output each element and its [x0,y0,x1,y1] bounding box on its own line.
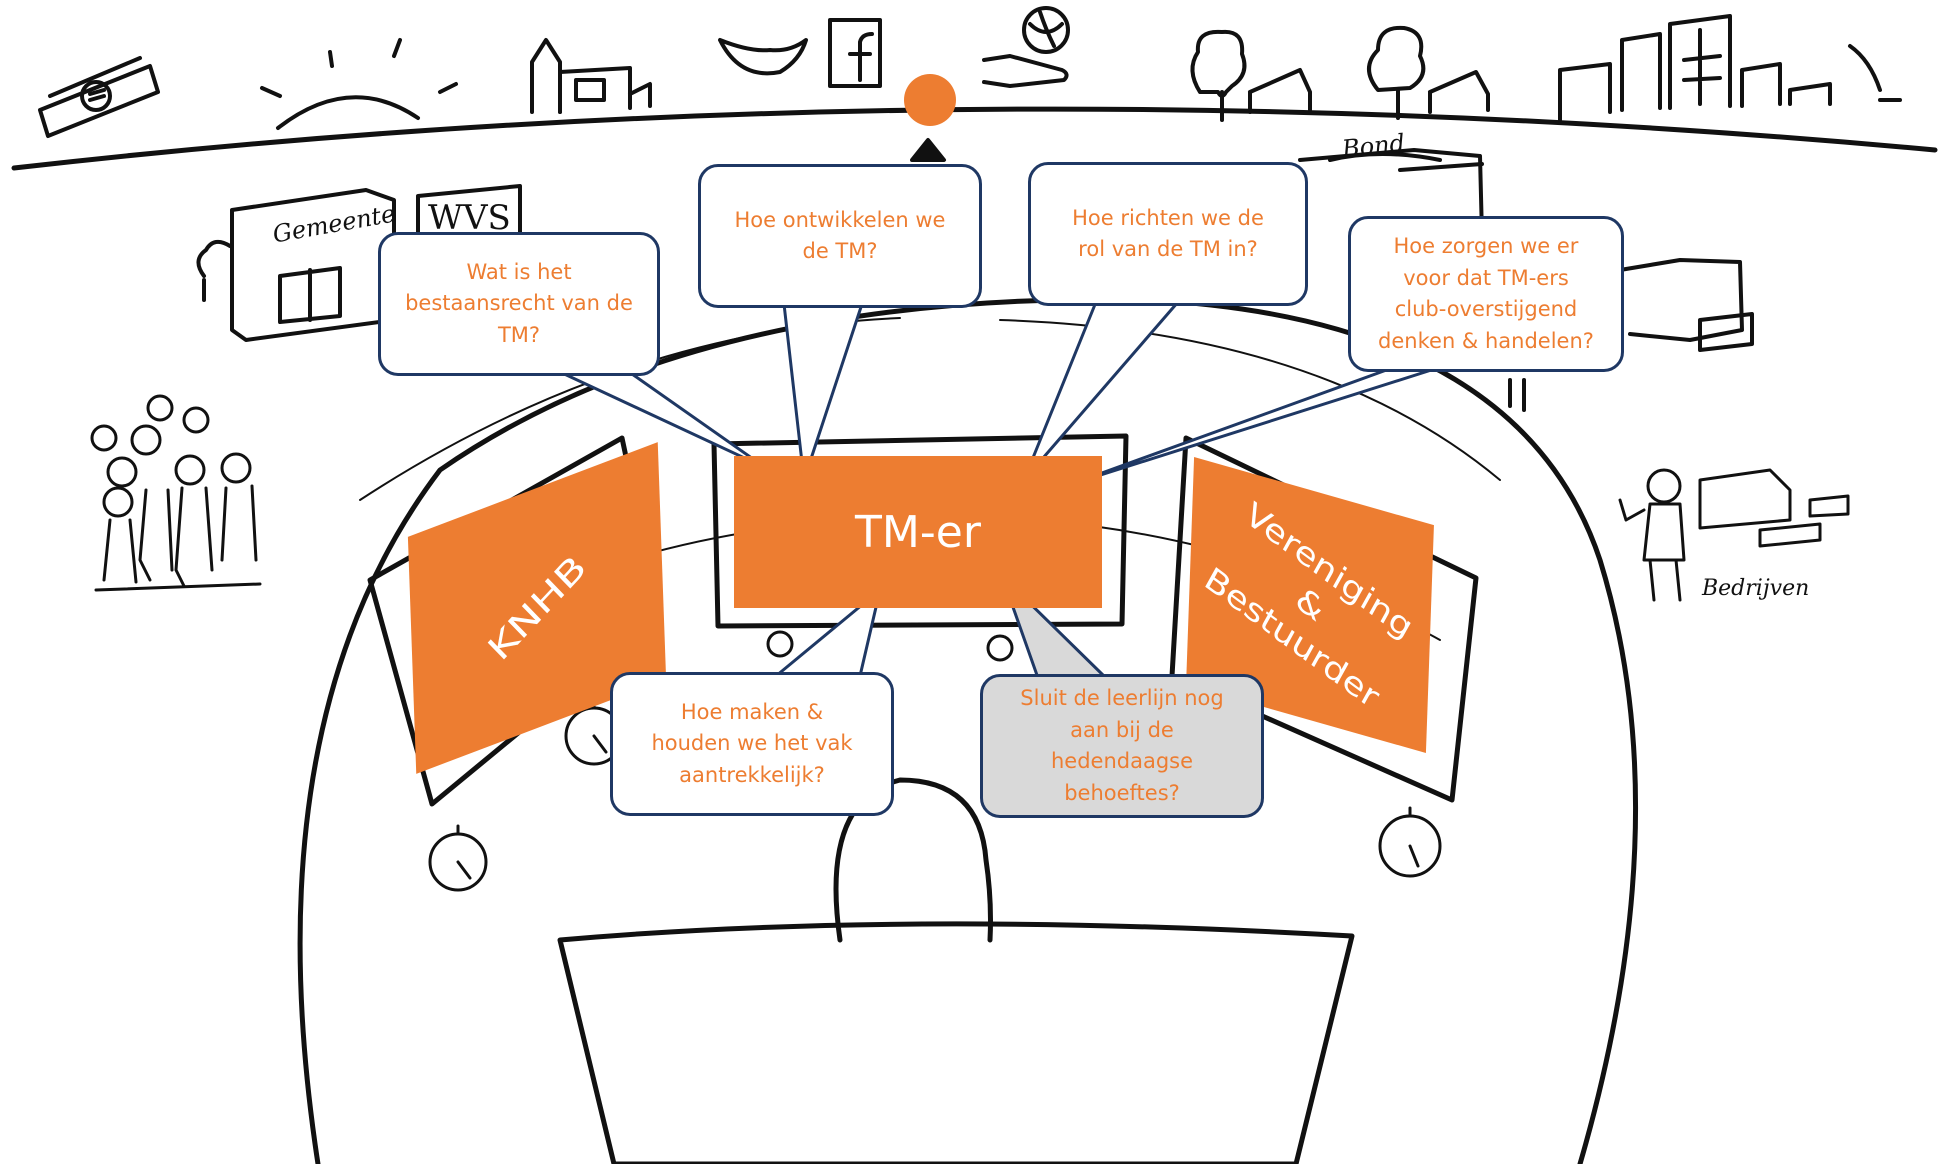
speech-bubble-leerlijn: Sluit de leerlijn nog aan bij de hedenda… [980,674,1264,818]
church-icon [530,38,652,114]
speech-bubble-club-overstijgend: Hoe zorgen we er voor dat TM-ers club-ov… [1348,216,1624,372]
screen-tm-er-label: TM-er [855,506,981,558]
desk [557,921,1355,1164]
wvs-label: WVS [428,198,511,238]
speech-bubble-bestaansrecht: Wat is het bestaansrecht van de TM? [378,232,660,376]
city-icon [1558,14,1902,122]
screen-tm-er: TM-er [734,456,1102,608]
speech-bubble-ontwikkelen: Hoe ontwikkelen we de TM? [698,164,982,308]
bedrijven-label: Bedrijven [1702,576,1810,601]
person-icon [1618,468,1850,602]
globe-hand-icon [982,6,1070,88]
tree-icon [1190,25,1490,122]
stopwatch-icon [428,630,1442,892]
speech-bubble-aantrekkelijk: Hoe maken & houden we het vak aantrekkel… [610,672,894,816]
sun-icon [260,38,458,130]
screen-knhb-label: KNHB [480,547,594,669]
crowd-icon [90,394,262,592]
horizon-line [11,106,1938,171]
money-icon [38,56,160,138]
person-head [833,777,993,943]
facebook-icon [828,18,882,88]
speech-bubble-rol-inrichten: Hoe richten we de rol van de TM in? [1028,162,1308,306]
twitter-bird-icon [718,38,808,76]
